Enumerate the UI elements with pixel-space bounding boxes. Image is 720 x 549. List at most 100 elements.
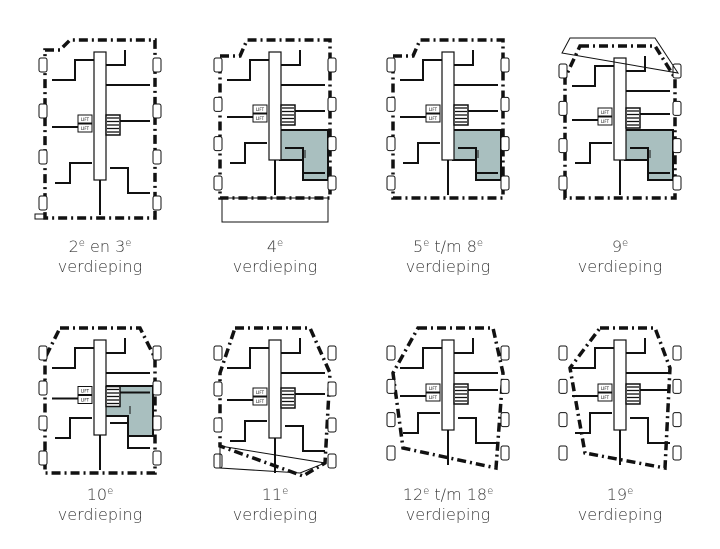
bay-window xyxy=(38,57,48,73)
floor-word: verdieping xyxy=(57,505,143,524)
corridor xyxy=(268,51,282,161)
corridor xyxy=(268,339,282,439)
floor-number-text: 12 xyxy=(402,485,424,504)
bay-window xyxy=(672,378,682,394)
bay-window xyxy=(386,57,396,73)
interior-wall xyxy=(230,420,267,442)
lift-label: LIFT xyxy=(601,386,610,391)
lift xyxy=(597,116,613,126)
bay-window xyxy=(672,445,682,461)
interior-wall xyxy=(227,59,270,81)
bay-window xyxy=(38,450,48,466)
facade-outline xyxy=(43,326,157,475)
facade-outline xyxy=(391,326,505,471)
lift-label: LIFT xyxy=(601,119,610,124)
bay-window xyxy=(38,415,48,431)
bay-window xyxy=(500,345,510,361)
ordinal-suffix: e xyxy=(125,238,132,249)
floor-word: verdieping xyxy=(577,257,663,276)
floor-number: 2e en 3e xyxy=(15,237,185,257)
entrance-step xyxy=(34,213,46,220)
interior-wall xyxy=(403,142,440,164)
floor-number-text: t/m 18 xyxy=(429,485,488,504)
interior-wall xyxy=(52,347,95,369)
bay-window xyxy=(386,378,396,394)
ordinal-suffix: e xyxy=(622,238,629,249)
balcony xyxy=(221,197,329,223)
interior-wall xyxy=(285,425,325,452)
bay-window xyxy=(38,149,48,165)
floor-number-text: t/m 8 xyxy=(429,237,477,256)
floor-number: 11e xyxy=(190,485,360,505)
lift xyxy=(77,123,93,133)
bay-window xyxy=(38,380,48,396)
bay-window xyxy=(152,149,162,165)
bay-window xyxy=(152,345,162,361)
lift-label: LIFT xyxy=(81,126,90,131)
lift xyxy=(77,395,93,404)
lift xyxy=(425,383,441,393)
lift-label: LIFT xyxy=(81,398,90,403)
ordinal-suffix: e xyxy=(423,486,430,497)
bay-window xyxy=(500,378,510,394)
interior-wall xyxy=(110,422,150,449)
bay-window xyxy=(672,412,682,428)
bay-window xyxy=(327,417,337,433)
bay-window xyxy=(327,453,337,469)
bay-window xyxy=(500,57,510,73)
facade-outline xyxy=(218,326,332,478)
ordinal-suffix: e xyxy=(78,238,85,249)
lift-label: LIFT xyxy=(601,395,610,400)
bay-window xyxy=(558,445,568,461)
lift xyxy=(252,396,268,406)
lift-label: LIFT xyxy=(256,390,265,395)
lift-label: LIFT xyxy=(429,395,438,400)
ordinal-suffix: e xyxy=(107,486,114,497)
interior-wall xyxy=(453,50,474,66)
interior-wall xyxy=(55,417,92,439)
floor-plan-4: LIFT LIFT xyxy=(558,37,682,200)
lift-label: LIFT xyxy=(601,110,610,115)
interior-wall xyxy=(575,142,612,164)
floor-word: verdieping xyxy=(577,505,663,524)
bay-window xyxy=(500,412,510,428)
roof-frame xyxy=(561,37,680,74)
ordinal-suffix: e xyxy=(277,238,284,249)
bay-window xyxy=(327,136,337,152)
interior-wall xyxy=(458,147,498,174)
interior-wall xyxy=(280,338,301,354)
floor-number: 19e xyxy=(535,485,705,505)
floor-word: verdieping xyxy=(405,257,491,276)
bay-window xyxy=(672,175,682,191)
bay-window xyxy=(558,345,568,361)
bay-window xyxy=(152,57,162,73)
interior-wall xyxy=(55,162,92,184)
bay-window xyxy=(213,345,223,361)
bay-window xyxy=(500,96,510,112)
corridor xyxy=(441,339,455,431)
bay-window xyxy=(386,412,396,428)
lift-label: LIFT xyxy=(429,116,438,121)
floor-word: verdieping xyxy=(405,505,491,524)
bay-window xyxy=(213,175,223,191)
interior-wall xyxy=(630,417,670,444)
bay-window xyxy=(386,175,396,191)
bay-window xyxy=(672,100,682,116)
lift xyxy=(597,392,613,402)
corridor xyxy=(613,57,627,161)
bay-window xyxy=(500,445,510,461)
floor-number-text: 19 xyxy=(606,485,628,504)
bay-window xyxy=(558,100,568,116)
lift xyxy=(77,114,93,124)
lift xyxy=(597,107,613,117)
